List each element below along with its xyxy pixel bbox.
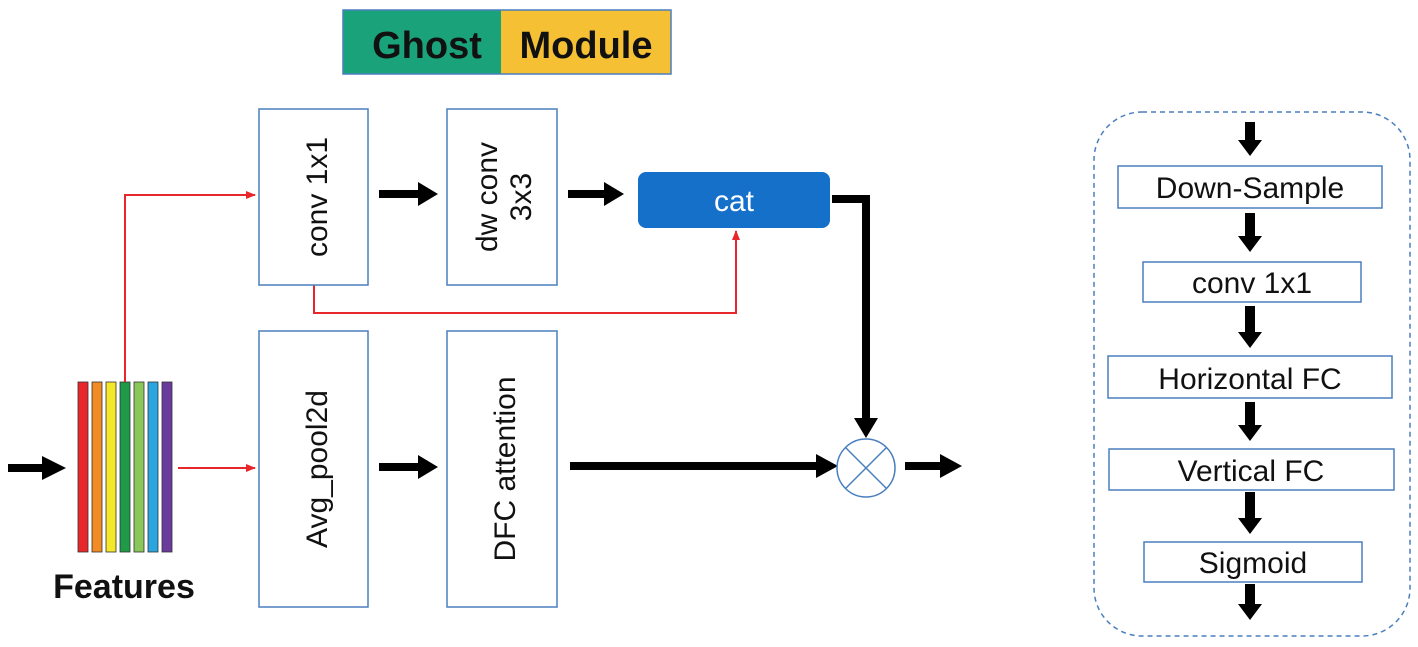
feature-to-conv-line <box>124 191 256 382</box>
conv-to-cat-skip-line <box>313 230 740 314</box>
input-arrow <box>8 456 66 480</box>
dfc-label: DFC attention <box>489 376 522 561</box>
dwconv-block: dw conv 3x3 <box>446 108 558 286</box>
step-horizontal-fc: Horizontal FC <box>1107 355 1393 399</box>
title-border <box>342 9 672 75</box>
title-left-bg <box>343 10 501 74</box>
feature-stripe <box>105 381 117 553</box>
step-sigmoid-label: Sigmoid <box>1199 547 1307 580</box>
step-vertical-fc: Vertical FC <box>1108 448 1395 491</box>
step-conv1x1: conv 1x1 <box>1142 261 1362 303</box>
feature-stack <box>77 381 173 553</box>
feature-stripe <box>133 381 145 553</box>
arrow-avgpool-to-dfc <box>379 455 438 479</box>
step-sigmoid: Sigmoid <box>1143 541 1363 583</box>
arrow-dw-to-cat <box>568 182 624 206</box>
feature-stripe <box>147 381 159 553</box>
step-conv1x1-label: conv 1x1 <box>1192 267 1312 300</box>
title-banner: Ghost Module <box>342 9 672 75</box>
dwconv-label-line1: dw conv <box>471 142 504 252</box>
dwconv-label-line2: 3x3 <box>505 173 538 221</box>
features-label: Features <box>53 568 195 606</box>
step-down-sample-label: Down-Sample <box>1156 172 1344 205</box>
feature-stripe <box>91 381 103 553</box>
conv1x1-block: conv 1x1 <box>258 108 369 286</box>
dfc-detail-border <box>1093 111 1411 637</box>
arrow-dfc-to-mul <box>570 454 838 478</box>
conv1x1-label: conv 1x1 <box>301 137 334 257</box>
feature-stripe <box>119 381 131 553</box>
arrow-conv-to-dw <box>379 182 438 206</box>
cat-label: cat <box>714 185 755 218</box>
dfc-detail-arrows <box>1238 122 1262 620</box>
dfc-block: DFC attention <box>446 330 558 608</box>
avgpool-block: Avg_pool2d <box>258 330 369 608</box>
avgpool-label: Avg_pool2d <box>301 390 334 548</box>
title-module: Module <box>520 25 653 67</box>
arrow-cat-to-mul <box>832 195 878 438</box>
dfc-detail-panel: Down-Sample conv 1x1 Horizontal FC Verti… <box>1093 111 1411 637</box>
red-connectors <box>124 191 740 472</box>
multiply-node <box>836 438 896 498</box>
step-down-sample: Down-Sample <box>1117 165 1383 209</box>
feature-stripe <box>77 381 89 553</box>
step-vertical-fc-label: Vertical FC <box>1178 455 1325 488</box>
cat-block: cat <box>638 172 830 228</box>
step-horizontal-fc-label: Horizontal FC <box>1158 363 1341 396</box>
output-arrow <box>905 454 962 478</box>
title-right-bg <box>501 10 671 74</box>
feature-stripe <box>161 381 173 553</box>
title-ghost: Ghost <box>372 25 482 67</box>
black-arrows <box>379 182 962 479</box>
